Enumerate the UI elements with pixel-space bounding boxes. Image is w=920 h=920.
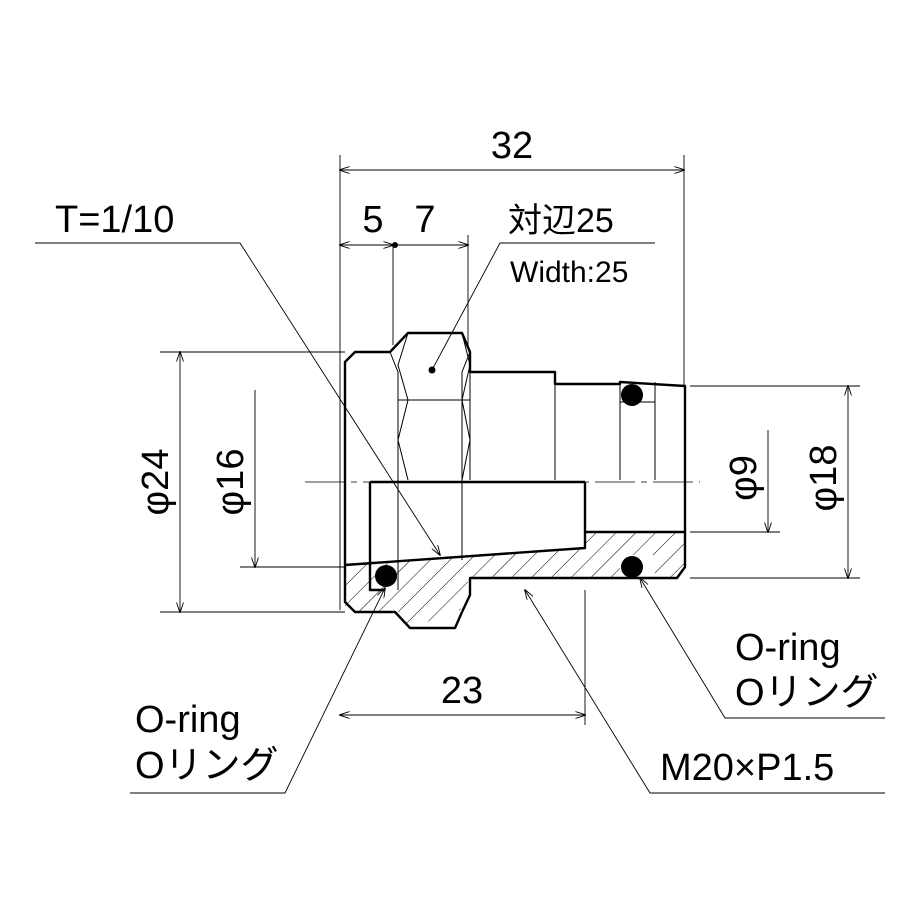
leader-lines: [35, 242, 885, 794]
leader-thread: [525, 590, 885, 794]
label-phi18: φ18: [803, 445, 845, 512]
label-phi24: φ24: [135, 449, 177, 516]
taper-line: [344, 482, 587, 567]
hex-curve-left: [397, 332, 409, 481]
label-hex-en: Width:25: [510, 256, 628, 289]
label-oring-right-jp: Oリング: [735, 672, 879, 714]
label-oring-left-jp: Oリング: [135, 745, 279, 787]
label-thread: M20×P1.5: [660, 747, 834, 789]
section-hatch-body: [345, 532, 685, 628]
leader-hex-dot: [428, 366, 436, 374]
part-outline: [305, 331, 700, 630]
leader-hex: [431, 242, 655, 371]
label-phi9: φ9: [723, 455, 765, 501]
label-taper: T=1/10: [55, 199, 174, 241]
label-overall-length: 32: [491, 125, 533, 167]
label-thread-length: 23: [441, 670, 483, 712]
oring-right-top: [621, 384, 643, 406]
oring-right-bottom: [621, 556, 643, 578]
dimension-lines: [160, 155, 860, 725]
leader-taper: [35, 242, 440, 555]
label-oring-right-en: O-ring: [735, 627, 841, 669]
label-hex-width: 7: [414, 199, 435, 241]
label-hex-jp: 対辺25: [508, 202, 614, 240]
dim-dot: [392, 242, 398, 248]
oring-left: [375, 565, 397, 587]
leader-oring-left: [130, 588, 385, 794]
label-hex-offset: 5: [362, 199, 383, 241]
label-oring-left-en: O-ring: [135, 699, 241, 741]
label-phi16: φ16: [210, 449, 252, 516]
hex-edge-left: [389, 351, 399, 590]
hex-edge-right: [461, 351, 471, 560]
labels: 32 5 7 23 T=1/10 対辺25 Width:25 O-ring Oリ…: [55, 125, 879, 789]
leader-oring-right: [640, 578, 885, 719]
body-outline: [343, 331, 687, 630]
